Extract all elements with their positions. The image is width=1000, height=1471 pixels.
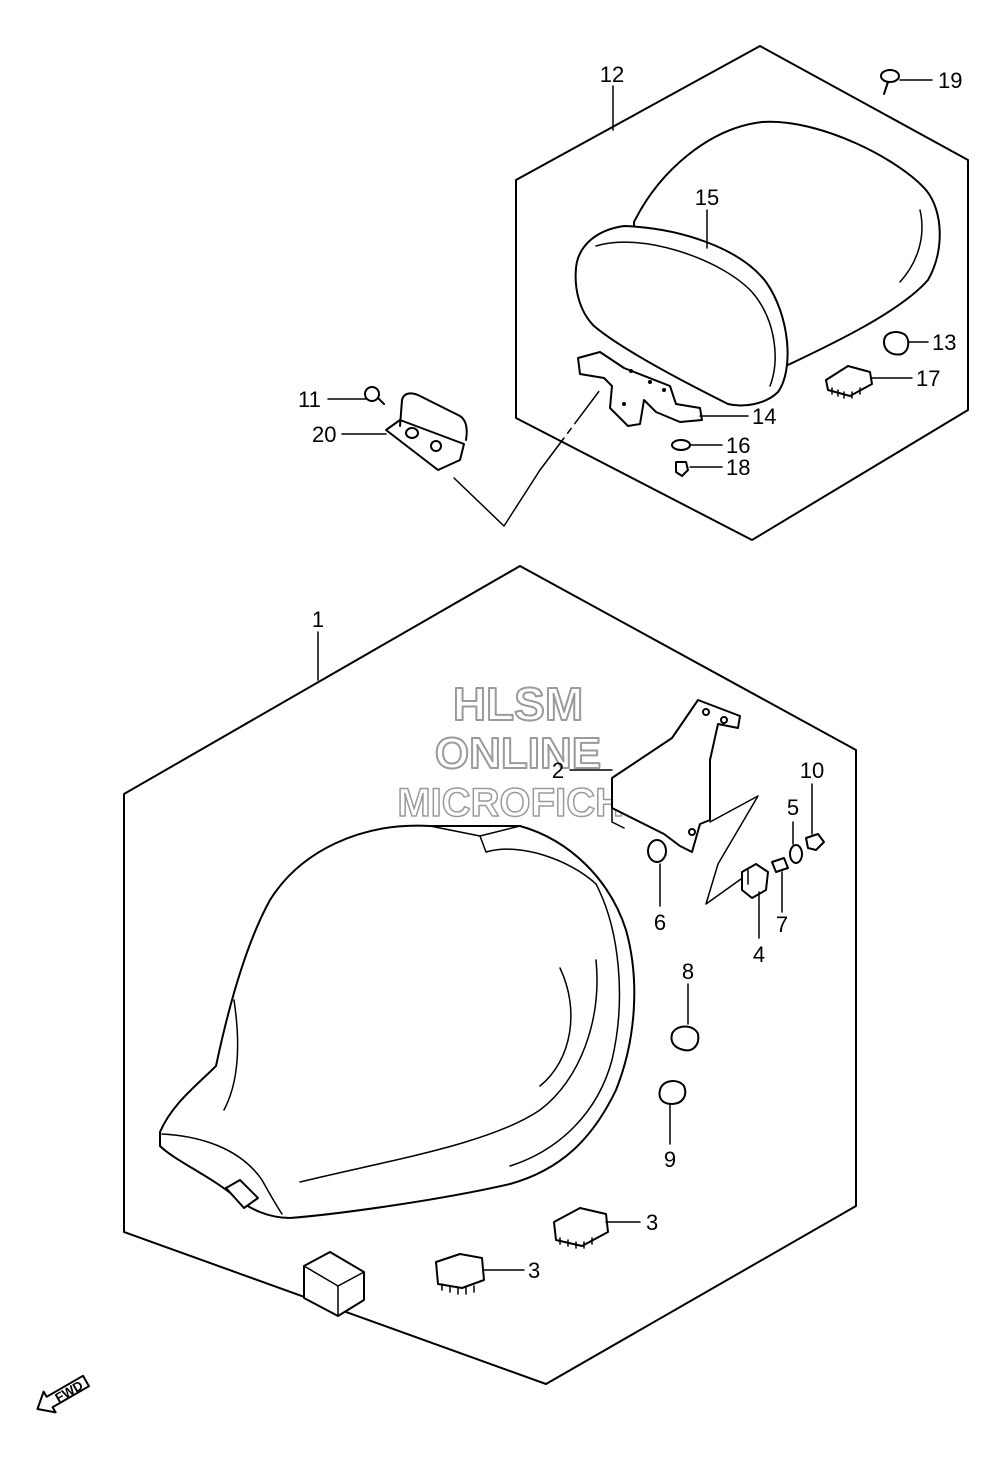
cushion-8-part (670, 1025, 700, 1052)
callout-5: 5 (787, 795, 799, 820)
washer-6-part (647, 839, 667, 863)
rear-seat-assembly-outline (515, 45, 969, 541)
front-seat-assembly-outline (123, 565, 857, 1385)
callout-3b: 3 (528, 1258, 540, 1283)
callout-4: 4 (753, 942, 765, 967)
callout-10: 10 (800, 758, 824, 783)
cushion-3a-part (553, 1207, 609, 1249)
callout-20: 20 (312, 422, 336, 447)
grab-handle-bracket (385, 392, 468, 471)
callout-6: 6 (654, 910, 666, 935)
washer-5-part (789, 844, 803, 864)
callout-18: 18 (726, 455, 750, 480)
callout-17: 17 (916, 366, 940, 391)
nut-18-part (675, 461, 689, 477)
callout-12: 12 (600, 62, 624, 87)
nut-10-part (805, 833, 825, 851)
connector-zigzag (705, 795, 759, 905)
fwd-direction-arrow: FWD (36, 1374, 90, 1414)
cushion-3b-part (435, 1253, 485, 1295)
callout-7: 7 (776, 912, 788, 937)
storage-case-part (303, 1251, 365, 1317)
connector-line-upper (453, 469, 541, 527)
callout-13: 13 (932, 330, 956, 355)
rear-seat-bracket (577, 351, 703, 427)
callout-15: 15 (695, 185, 719, 210)
callout-11: 11 (298, 387, 321, 412)
callout-1: 1 (312, 607, 324, 632)
rear-seat-cushion (574, 120, 941, 407)
callout-3a: 3 (646, 1210, 658, 1235)
bolt-11-part (364, 386, 385, 405)
callout-8: 8 (682, 959, 694, 984)
seat-lock-4-part (741, 863, 769, 899)
callout-9: 9 (664, 1147, 676, 1172)
callout-14: 14 (752, 404, 776, 429)
connector-dash-upper (539, 389, 601, 471)
cushion-17-part (825, 365, 873, 399)
cushion-9-part (658, 1080, 687, 1105)
callout-2: 2 (552, 758, 564, 783)
callout-19: 19 (938, 68, 962, 93)
front-seat-bracket (611, 699, 741, 853)
callout-16: 16 (726, 433, 750, 458)
cushion-13-part (883, 331, 910, 356)
watermark-line-3: MICROFICHE (397, 781, 650, 825)
screw-19-part (880, 69, 900, 95)
front-seat-body (159, 824, 636, 1219)
collar-7-part (771, 857, 789, 873)
washer-16-part (671, 439, 691, 451)
watermark-line-1: HLSM (453, 678, 583, 730)
